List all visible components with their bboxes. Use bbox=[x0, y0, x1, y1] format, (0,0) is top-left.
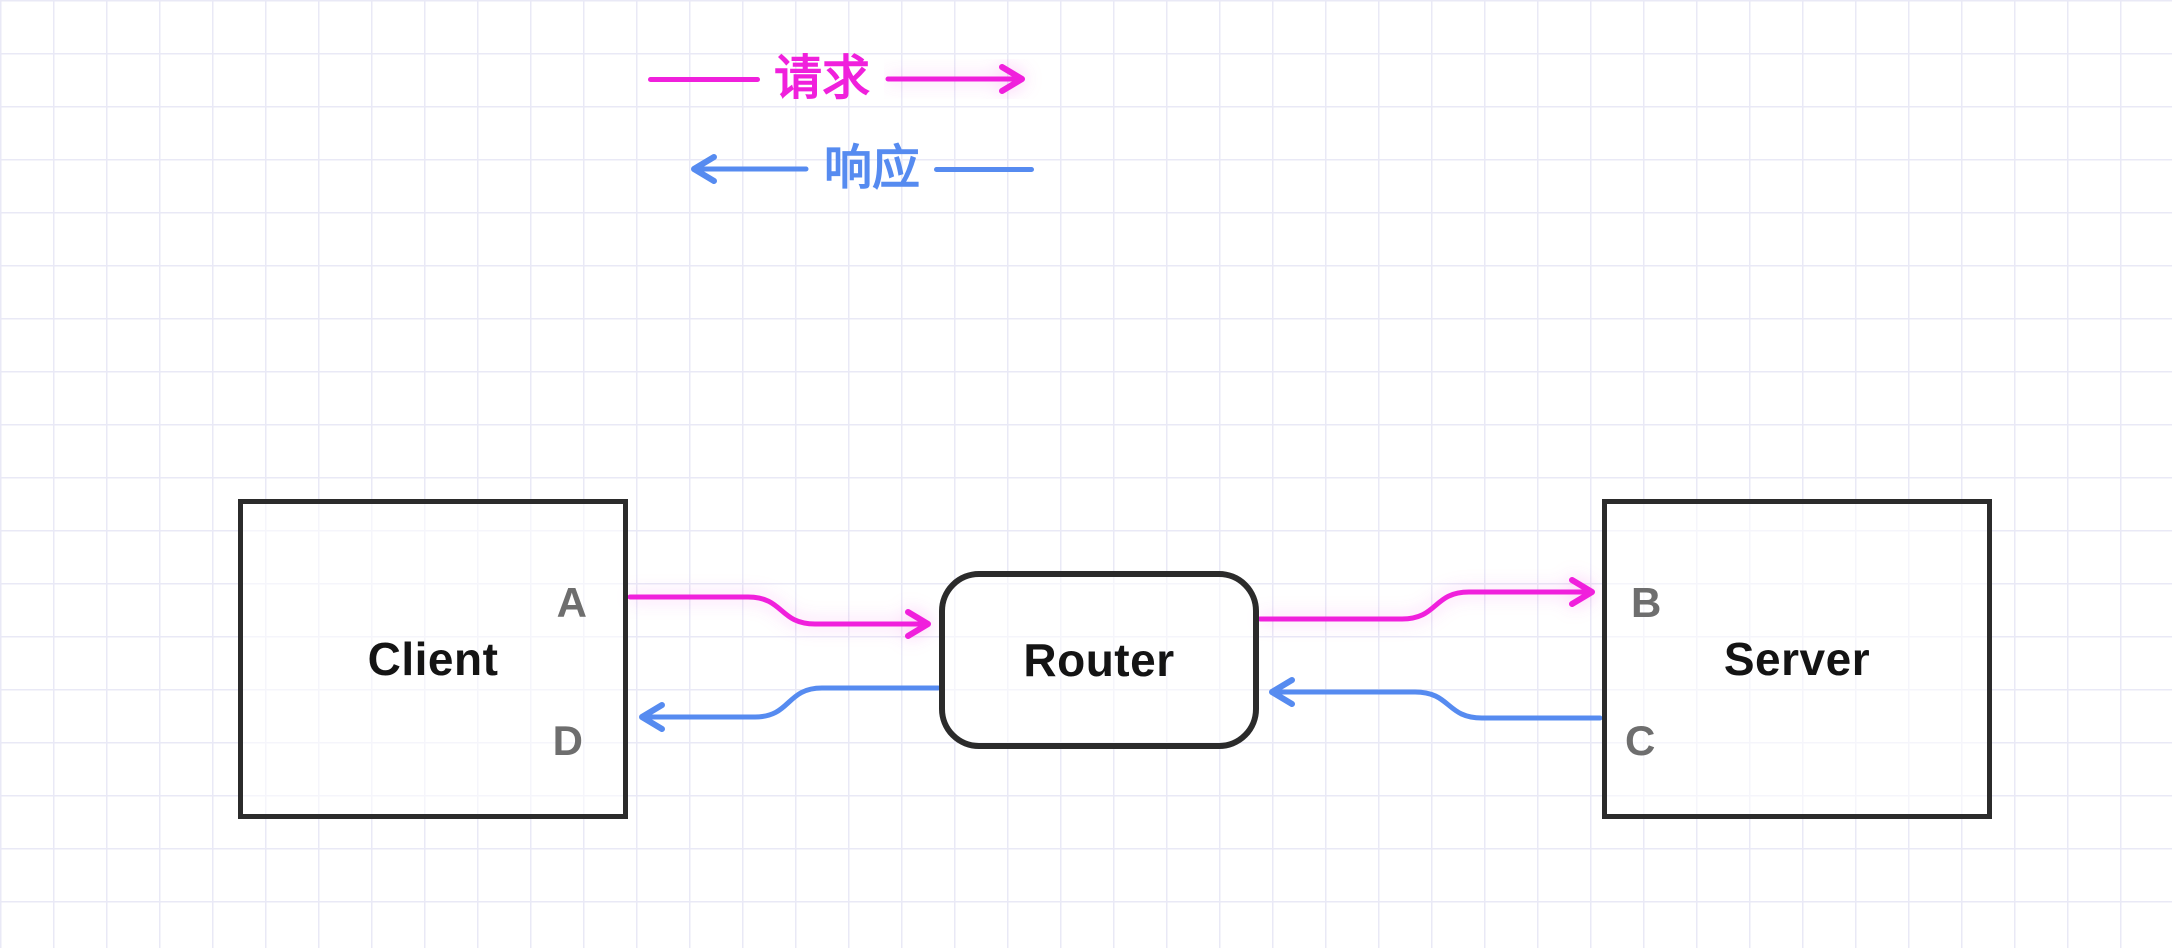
legend-request-item: 请求 bbox=[648, 51, 1056, 107]
port-b-label: B bbox=[1631, 579, 1662, 626]
client-node: Client A D bbox=[238, 499, 628, 819]
response-edge-server-to-router bbox=[1269, 677, 1603, 721]
request-edge-client-to-router bbox=[627, 594, 931, 639]
request-arrow-icon bbox=[885, 64, 1026, 94]
port-c-label: C bbox=[1625, 717, 1656, 764]
port-d-label: D bbox=[552, 717, 583, 764]
router-label: Router bbox=[1023, 634, 1175, 686]
server-label: Server bbox=[1723, 633, 1871, 685]
request-edge-router-to-server bbox=[1257, 577, 1595, 622]
port-a-label: A bbox=[556, 579, 587, 626]
legend-response-label: 响应 bbox=[824, 142, 921, 195]
response-arrow-icon bbox=[691, 154, 809, 184]
response-line-segment bbox=[934, 166, 1035, 172]
legend-request-label: 请求 bbox=[774, 52, 871, 105]
client-label: Client bbox=[367, 633, 499, 685]
request-line-segment bbox=[648, 76, 760, 82]
legend-response-item: 响应 bbox=[658, 141, 1035, 197]
server-node: Server B C bbox=[1602, 499, 1992, 819]
router-node: Router bbox=[939, 571, 1259, 749]
response-edge-router-to-client bbox=[639, 685, 941, 732]
